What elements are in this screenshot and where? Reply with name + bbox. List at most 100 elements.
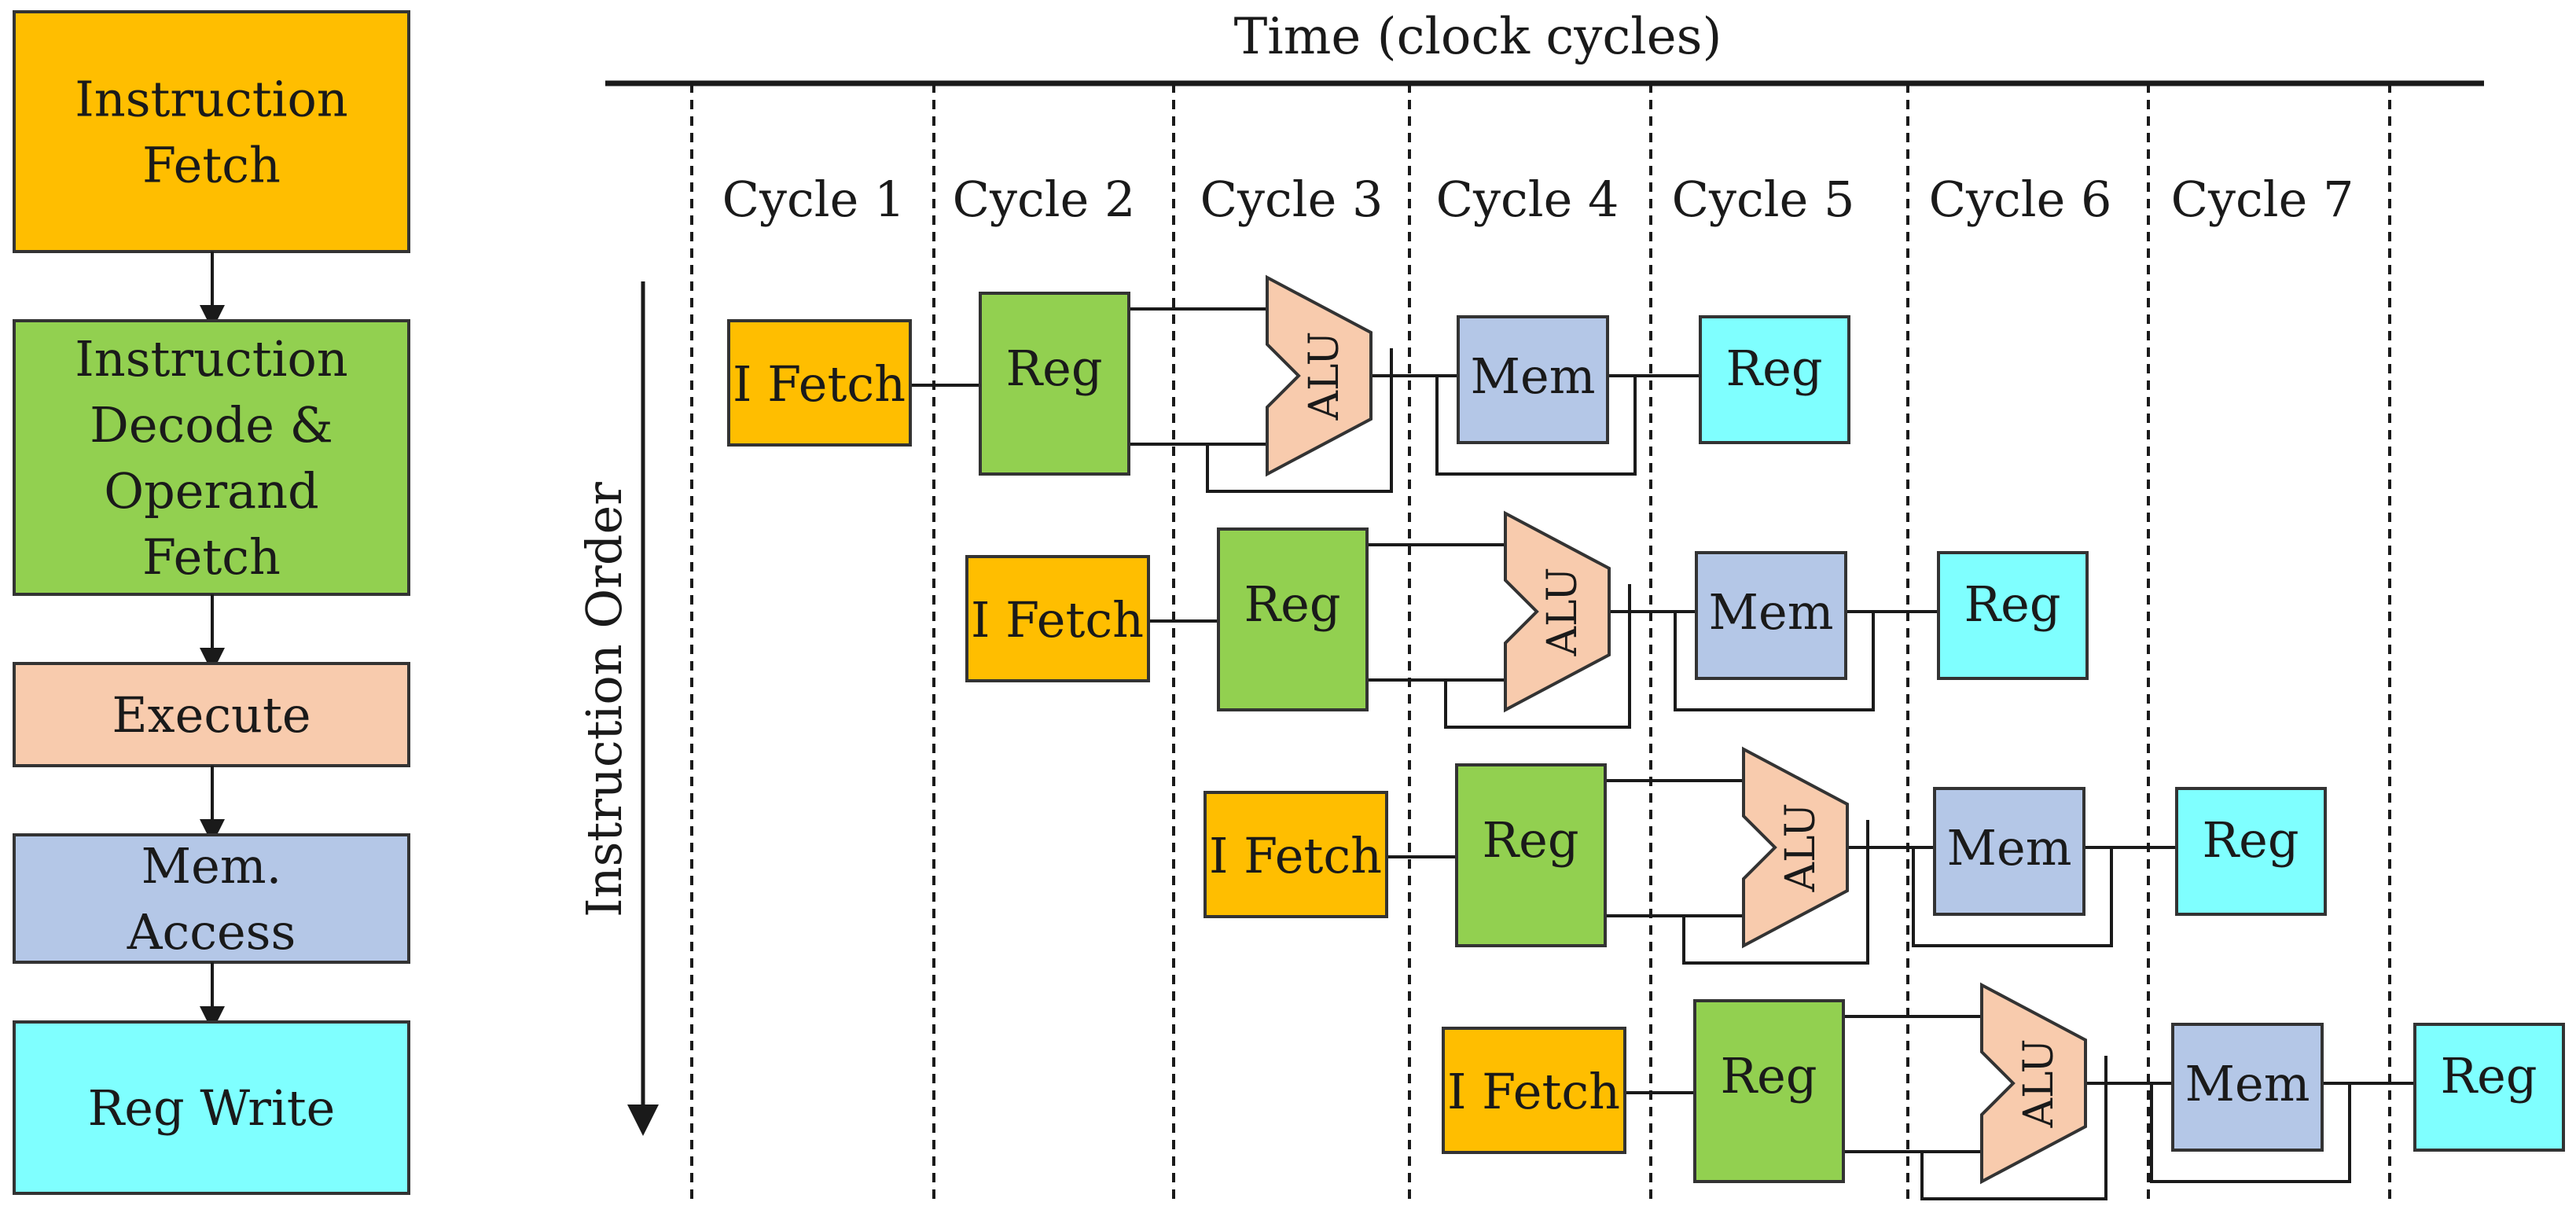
timeline-title: Time (clock cycles) xyxy=(1234,8,1722,66)
cycle-label-5: Cycle 5 xyxy=(1672,171,1855,228)
mem-box xyxy=(1695,551,1847,680)
alu-stage: ALU xyxy=(1504,510,1611,713)
fetch-label: I Fetch xyxy=(1447,1063,1620,1120)
flow-stage-box xyxy=(13,1020,410,1195)
flow-stage-box xyxy=(13,10,410,253)
mem-label: Mem xyxy=(1471,347,1596,405)
fetch-stage: I Fetch xyxy=(1203,791,1388,918)
reg-read-stage: Reg xyxy=(1693,999,1845,1183)
timeline: Time (clock cycles) xyxy=(605,8,2484,86)
datapath-wire xyxy=(1920,1056,2107,1200)
alu-shape xyxy=(1980,982,2087,1185)
alu-shape xyxy=(1504,510,1611,713)
alu-label: ALU xyxy=(1777,803,1825,892)
alu-stage: ALU xyxy=(1742,746,1849,949)
fetch-label: I Fetch xyxy=(971,591,1144,649)
alu-shape xyxy=(1742,746,1849,949)
cycle-label-3: Cycle 3 xyxy=(1200,171,1384,228)
reg-read-label: Reg xyxy=(1720,1047,1817,1105)
reg-write-stage: Reg xyxy=(2413,1023,2565,1152)
cycle-label-7: Cycle 7 xyxy=(2171,171,2354,228)
alu-stage: ALU xyxy=(1266,274,1373,477)
reg-write-box xyxy=(2175,787,2327,916)
mem-label: Mem xyxy=(2185,1055,2310,1112)
mem-box xyxy=(1457,315,1609,444)
reg-read-stage: Reg xyxy=(1217,527,1369,711)
cycle-label-1: Cycle 1 xyxy=(722,171,906,228)
alu-label: ALU xyxy=(1539,567,1586,656)
reg-write-box xyxy=(2413,1023,2565,1152)
reg-write-box xyxy=(1937,551,2089,680)
instruction-row-1: I Fetch Reg ALU Mem Reg xyxy=(727,274,1850,493)
reg-write-label: Reg xyxy=(2440,1047,2537,1105)
instruction-order-axis: Instruction Order xyxy=(575,281,659,1136)
flow-stage-label: Access xyxy=(127,903,296,961)
mem-stage: Mem xyxy=(1457,315,1609,444)
flow-stage-box xyxy=(13,662,410,767)
instruction-order-label: Instruction Order xyxy=(575,482,633,917)
fetch-stage: I Fetch xyxy=(727,319,912,447)
fetch-box xyxy=(1442,1027,1626,1154)
flow-stage-label: Mem. xyxy=(141,837,282,895)
fetch-box xyxy=(965,555,1150,682)
mem-stage: Mem xyxy=(1933,787,2085,916)
reg-write-label: Reg xyxy=(2202,811,2299,869)
flow-stage-label: Decode & xyxy=(90,396,333,454)
flow-stage-label: Fetch xyxy=(142,137,281,194)
mem-box xyxy=(2171,1023,2324,1152)
reg-read-stage: Reg xyxy=(979,292,1130,476)
datapath-wire xyxy=(1682,820,1869,965)
alu-label: ALU xyxy=(1301,331,1348,421)
flow-stage-label: Operand xyxy=(104,462,318,520)
reg-write-box xyxy=(1699,315,1850,444)
reg-write-stage: Reg xyxy=(2175,787,2327,916)
reg-read-box xyxy=(1455,763,1607,947)
flow-stage-5: Reg Write xyxy=(13,1020,410,1195)
datapath-wire xyxy=(1206,348,1393,493)
cycle-grid: Cycle 1 Cycle 2 Cycle 3 Cycle 4 Cycle 5 Cycle… xyxy=(690,83,2391,1199)
instruction-row-3: I Fetch Reg ALU Mem Reg xyxy=(1203,746,2327,965)
cycle-label-4: Cycle 4 xyxy=(1436,171,1619,228)
instruction-row-2: I Fetch Reg ALU Mem Reg xyxy=(965,510,2089,729)
alu-shape xyxy=(1266,274,1373,477)
reg-read-label: Reg xyxy=(1482,811,1578,869)
reg-write-stage: Reg xyxy=(1699,315,1850,444)
fetch-box xyxy=(727,319,912,447)
flow-stage-4: Mem. Access xyxy=(13,833,410,964)
fetch-label: I Fetch xyxy=(733,355,906,413)
alu-label: ALU xyxy=(2016,1038,2063,1128)
reg-read-label: Reg xyxy=(1244,575,1340,633)
reg-read-box xyxy=(1693,999,1845,1183)
reg-read-label: Reg xyxy=(1005,340,1102,397)
datapath-wire xyxy=(1444,584,1631,729)
flow-stage-label: Instruction xyxy=(75,71,347,128)
flow-stage-label: Reg Write xyxy=(88,1079,336,1137)
flow-stage-label: Instruction xyxy=(75,330,347,388)
fetch-label: I Fetch xyxy=(1209,827,1382,884)
cycle-label-6: Cycle 6 xyxy=(1929,171,2112,228)
reg-write-label: Reg xyxy=(1725,340,1822,397)
reg-read-box xyxy=(979,292,1130,476)
mem-label: Mem xyxy=(1709,583,1834,641)
reg-write-label: Reg xyxy=(1964,575,2060,633)
flow-stage-3: Execute xyxy=(13,662,410,767)
flow-stage-label: Fetch xyxy=(142,528,281,586)
mem-label: Mem xyxy=(1947,819,2072,877)
cycle-label-2: Cycle 2 xyxy=(953,171,1136,228)
reg-write-stage: Reg xyxy=(1937,551,2089,680)
flow-stage-box xyxy=(13,833,410,964)
reg-read-stage: Reg xyxy=(1455,763,1607,947)
alu-stage: ALU xyxy=(1980,982,2087,1185)
fetch-stage: I Fetch xyxy=(965,555,1150,682)
fetch-box xyxy=(1203,791,1388,918)
mem-stage: Mem xyxy=(2171,1023,2324,1152)
mem-box xyxy=(1933,787,2085,916)
instruction-row-4: I Fetch Reg ALU Mem Reg xyxy=(1442,982,2565,1200)
flow-stage-label: Execute xyxy=(112,686,311,744)
fetch-stage: I Fetch xyxy=(1442,1027,1626,1154)
